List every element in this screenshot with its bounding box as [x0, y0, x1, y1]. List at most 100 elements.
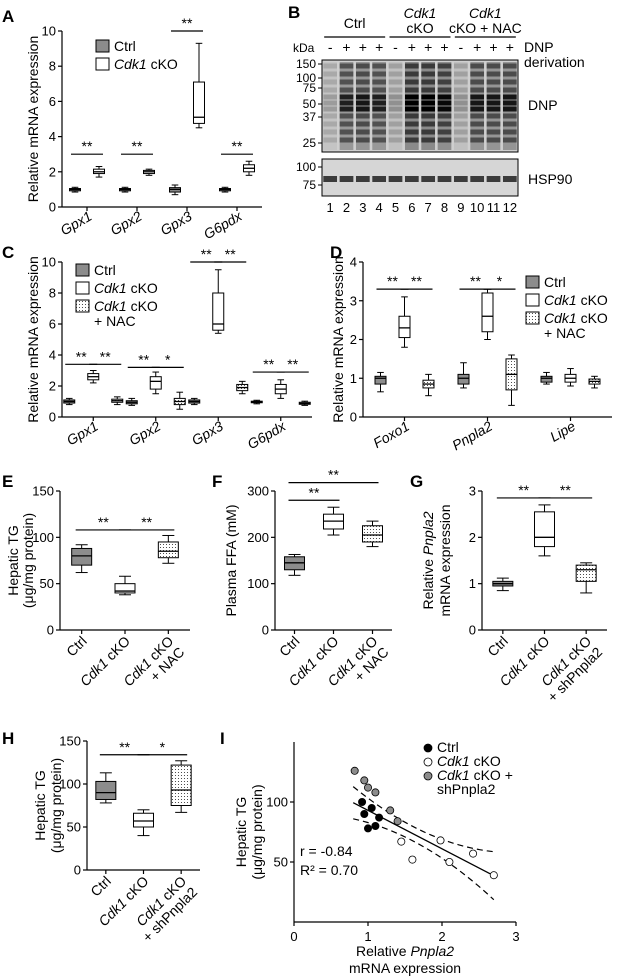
panel-B-top-band-11-2 [502, 79, 517, 85]
panel-B-top-band-5-9 [404, 129, 419, 135]
panel-H-x-label-0-text: Ctrl [87, 873, 114, 900]
panel-C-box-nac-3 [298, 400, 311, 406]
panel-B-top-smear-0 [323, 62, 338, 150]
panel-B-top-band-7-8 [437, 121, 452, 127]
panel-C-legend-2-label: Cdk1 cKO [94, 298, 158, 314]
panel-B-top-band-7-5 [437, 100, 452, 106]
panel-D-legend-0-label-text: Ctrl [544, 274, 566, 290]
panel-C-sig-7-label: ** [287, 356, 298, 372]
panel-A-legend-1-label: Cdk1 cKO [114, 56, 178, 72]
panel-B-top-band-5-10 [404, 137, 419, 143]
panel-B-top-band-2-6 [355, 106, 370, 112]
panel-C-legend-2-label-text: cKO [127, 298, 158, 314]
panel-I-point-ctrl-3 [371, 822, 380, 831]
panel-B-sign-11: + [506, 39, 514, 55]
panel-B-top-band-4-2 [388, 79, 403, 85]
panel-B-hsp90-band-3 [372, 176, 387, 182]
panel-A-box-ctrl-2 [169, 184, 181, 196]
panel-E-y-tick-label-2: 100 [32, 530, 54, 545]
panel-B-top-band-9-6 [470, 106, 485, 112]
panel-E-y-label-line2: (μg/mg protein) [20, 513, 36, 608]
panel-I-legend-0-marker [423, 743, 433, 753]
panel-C-legend-1-label: Cdk1 cKO [94, 280, 158, 296]
panel-A-y-tick-label-1: 2 [49, 164, 56, 179]
panel-C-box-nac-1 [173, 391, 186, 410]
panel-B-top-marker-5: 25 [303, 136, 317, 150]
panel-H-box-nac [170, 760, 192, 813]
panel-B-top-band-11-7 [502, 113, 517, 119]
panel-E-sig-1-label: ** [141, 514, 152, 530]
panel-C-box-ctrl-0 [63, 397, 76, 406]
panel-B-top-band-4-3 [388, 87, 403, 93]
panel-C-y-tick-label-2: 4 [49, 348, 56, 363]
panel-C-x-label-1: Gpx2 [126, 418, 163, 449]
panel-B-top-marker-1: 100 [296, 71, 316, 85]
panel-F-x-label-1-text: cKO [308, 633, 341, 666]
panel-B-top-band-6-2 [421, 79, 436, 85]
panel-D-legend-2-label-line2: + NAC [544, 325, 586, 341]
panel-B-hsp90-band-7 [437, 176, 452, 182]
panel-H-y-label-line2: (μg/mg protein) [48, 758, 64, 853]
panel-C-box-cko-3 [274, 379, 287, 399]
panel-B-top-band-0-10 [323, 137, 338, 143]
panel-A-y-tick-label-4: 8 [49, 59, 56, 74]
panel-A-legend-1-label-text: cKO [147, 56, 178, 72]
panel-B-top-smear-7 [437, 62, 452, 150]
panel-D-y-tick-label-3: 3 [350, 293, 357, 308]
panel-B-top-band-8-5 [453, 100, 468, 106]
panel-G-y-tick-label-2: 2 [469, 530, 476, 545]
panel-C-legend-2-label-line2: + NAC [94, 313, 136, 329]
panel-I-letter: I [220, 729, 225, 748]
panel-B-top-band-10-9 [486, 129, 501, 135]
panel-B-top-band-3-4 [372, 94, 387, 100]
panel-B-sign-9: + [473, 39, 481, 55]
panel-B-top-smear-4 [388, 62, 403, 150]
panel-B-top-band-6-6 [421, 106, 436, 112]
panel-G-y-tick-label-3: 3 [469, 484, 476, 499]
panel-B-lane-6: 7 [425, 200, 432, 215]
panel-C-sig-4-label: ** [201, 246, 212, 262]
panel-B-top-band-1-9 [339, 129, 354, 135]
panel-B-top-band-4-6 [388, 106, 403, 112]
panel-B-top-marker-4: 37 [303, 110, 317, 124]
panel-B-lane-8: 9 [457, 200, 464, 215]
panel-I-legend-1-label-italic: Cdk1 [437, 753, 470, 769]
panel-I-legend-2-label-italic: Cdk1 [437, 767, 470, 783]
panel-I-point-ctrl-0 [360, 810, 369, 819]
panel-D-box-cko-1-box [481, 292, 494, 333]
panel-E-y-tick-label-1: 50 [40, 576, 54, 591]
panel-B-top-smear-10 [486, 62, 501, 150]
panel-I-legend-1-label: Cdk1 cKO [437, 753, 501, 769]
panel-D-legend-0-swatch [525, 275, 540, 289]
panel-B-lane-11: 12 [503, 200, 517, 215]
panel-B-group-2-label: Cdk1 [469, 5, 502, 21]
panel-F-x-label-0: Ctrl [276, 633, 303, 660]
panel-B-top-band-8-6 [453, 106, 468, 112]
panel-B-top-band-4-10 [388, 137, 403, 143]
panel-E-box-nac [157, 534, 179, 564]
panel-G-y-label: Relative Pnpla2 [420, 511, 436, 609]
panel-B-top-band-10-0 [486, 63, 501, 69]
panel-D-legend-1-label: Cdk1 cKO [544, 292, 608, 308]
panel-B-top-band-7-9 [437, 129, 452, 135]
panel-B-lane-1: 2 [343, 200, 350, 215]
panel-D-sig-2-label: ** [470, 273, 481, 289]
panel-B-top-band-1-10 [339, 137, 354, 143]
panel-I-y-tick-label-1: 100 [266, 795, 288, 810]
panel-H-y-label: Hepatic TG [32, 770, 48, 841]
panel-B-top-band-0-3 [323, 87, 338, 93]
panel-A-box-cko-2-box [193, 81, 205, 124]
panel-G-y-label-line2: mRNA expression [437, 504, 453, 616]
panel-E-x-label-0-text: Ctrl [63, 633, 90, 660]
panel-B-top-smear-11 [502, 62, 517, 150]
panel-H-y-tick-label-0: 0 [74, 863, 81, 878]
panel-B-top-band-9-10 [470, 137, 485, 143]
panel-A-legend-1-swatch [95, 57, 110, 71]
panel-D-legend-2-label-italic: Cdk1 [544, 310, 577, 326]
panel-H-box-cko-box [133, 812, 154, 828]
panel-D-box-ctrl-2-box [540, 375, 553, 383]
panel-I-y-tick-label-0: 50 [274, 855, 288, 870]
panel-C-y-tick-label-3: 6 [49, 317, 56, 332]
